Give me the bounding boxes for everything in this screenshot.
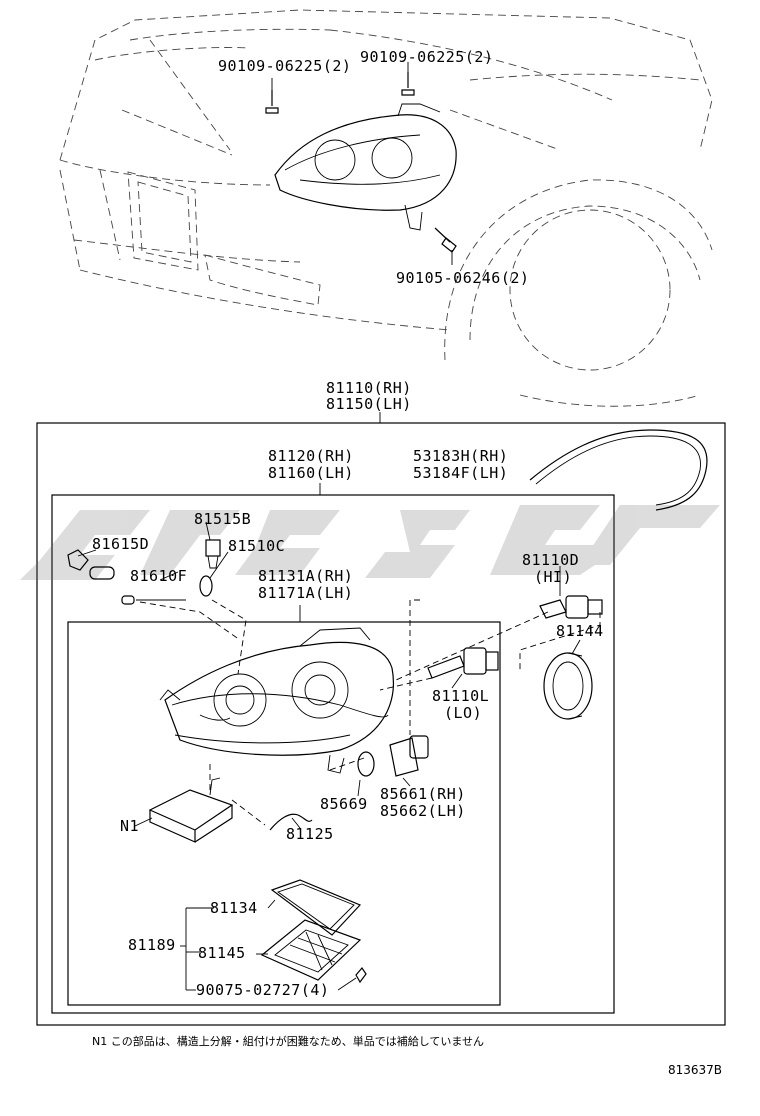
label-bulb-mini: 81610F xyxy=(130,567,188,585)
outer-frame xyxy=(36,422,726,1026)
label-wire: 81125 xyxy=(286,825,334,843)
hi-bulb-icon xyxy=(539,595,603,619)
label-screw: 90075-02727(4) xyxy=(196,981,330,999)
label-grommet: 85669 xyxy=(320,795,368,813)
bulb-81610f-icon xyxy=(121,595,135,605)
label-assy-lh: 81150(LH) xyxy=(326,395,412,413)
label-seal-lh: 53184F(LH) xyxy=(413,464,509,482)
socket-81515b-icon xyxy=(205,539,221,569)
bulb-81615d-icon xyxy=(67,549,115,580)
wire-81125 xyxy=(269,813,313,831)
grommet-icon xyxy=(357,751,375,777)
label-lo-tag: (LO) xyxy=(444,704,483,722)
label-socket: 81515B xyxy=(194,510,252,528)
screw-icon xyxy=(355,967,367,984)
dust-cover-icon xyxy=(543,652,593,720)
label-unit-rh: 81120(RH) xyxy=(268,447,354,465)
label-assy-rh: 81110(RH) xyxy=(326,379,412,397)
label-bulb-small: 81510C xyxy=(228,537,286,555)
label-hid-rh: 85661(RH) xyxy=(380,785,466,803)
lens-cover-icon xyxy=(260,919,362,981)
label-seal-rh: 53183H(RH) xyxy=(413,447,509,465)
label-hid-lh: 85662(LH) xyxy=(380,802,466,820)
gasket-icon xyxy=(270,879,362,936)
label-hi-tag: (HI) xyxy=(534,568,573,586)
car-front-illustration xyxy=(59,9,713,407)
label-lo-bulb: 81110L xyxy=(432,687,490,705)
label-bulb-left: 81615D xyxy=(92,535,150,553)
label-lens-cover: 81145 xyxy=(198,944,246,962)
label-kit: 81189 xyxy=(128,936,176,954)
label-n1: N1 xyxy=(120,817,140,835)
label-hi-bulb: 81110D xyxy=(522,551,580,569)
label-bolt-lower: 90105-06246(2) xyxy=(396,269,530,287)
leader-lines xyxy=(77,521,601,991)
label-housing-lh: 81171A(LH) xyxy=(258,584,354,602)
label-gasket: 81134 xyxy=(210,899,258,917)
hid-bulb-icon xyxy=(389,735,429,777)
bulb-81510c-icon xyxy=(199,575,213,597)
label-bolt-upper-right: 90109-06225(2) xyxy=(360,48,494,66)
watermark-logo xyxy=(20,505,720,580)
label-unit-lh: 81160(LH) xyxy=(268,464,354,482)
label-bolt-upper-left: 90109-06225(2) xyxy=(218,57,352,75)
inner-frame xyxy=(67,621,501,1006)
middle-frame xyxy=(51,494,615,1014)
ballast-n1-icon xyxy=(148,777,234,843)
headlamp-housing xyxy=(159,627,394,774)
label-cover: 81144 xyxy=(556,622,604,640)
lo-bulb-icon xyxy=(427,647,499,679)
label-housing-rh: 81131A(RH) xyxy=(258,567,354,585)
document-number: 813637B xyxy=(668,1063,723,1077)
footnote: N1 この部品は、構造上分解・組付けが困難なため、単品では補給していません xyxy=(92,1035,485,1048)
seal-strip xyxy=(529,429,708,511)
